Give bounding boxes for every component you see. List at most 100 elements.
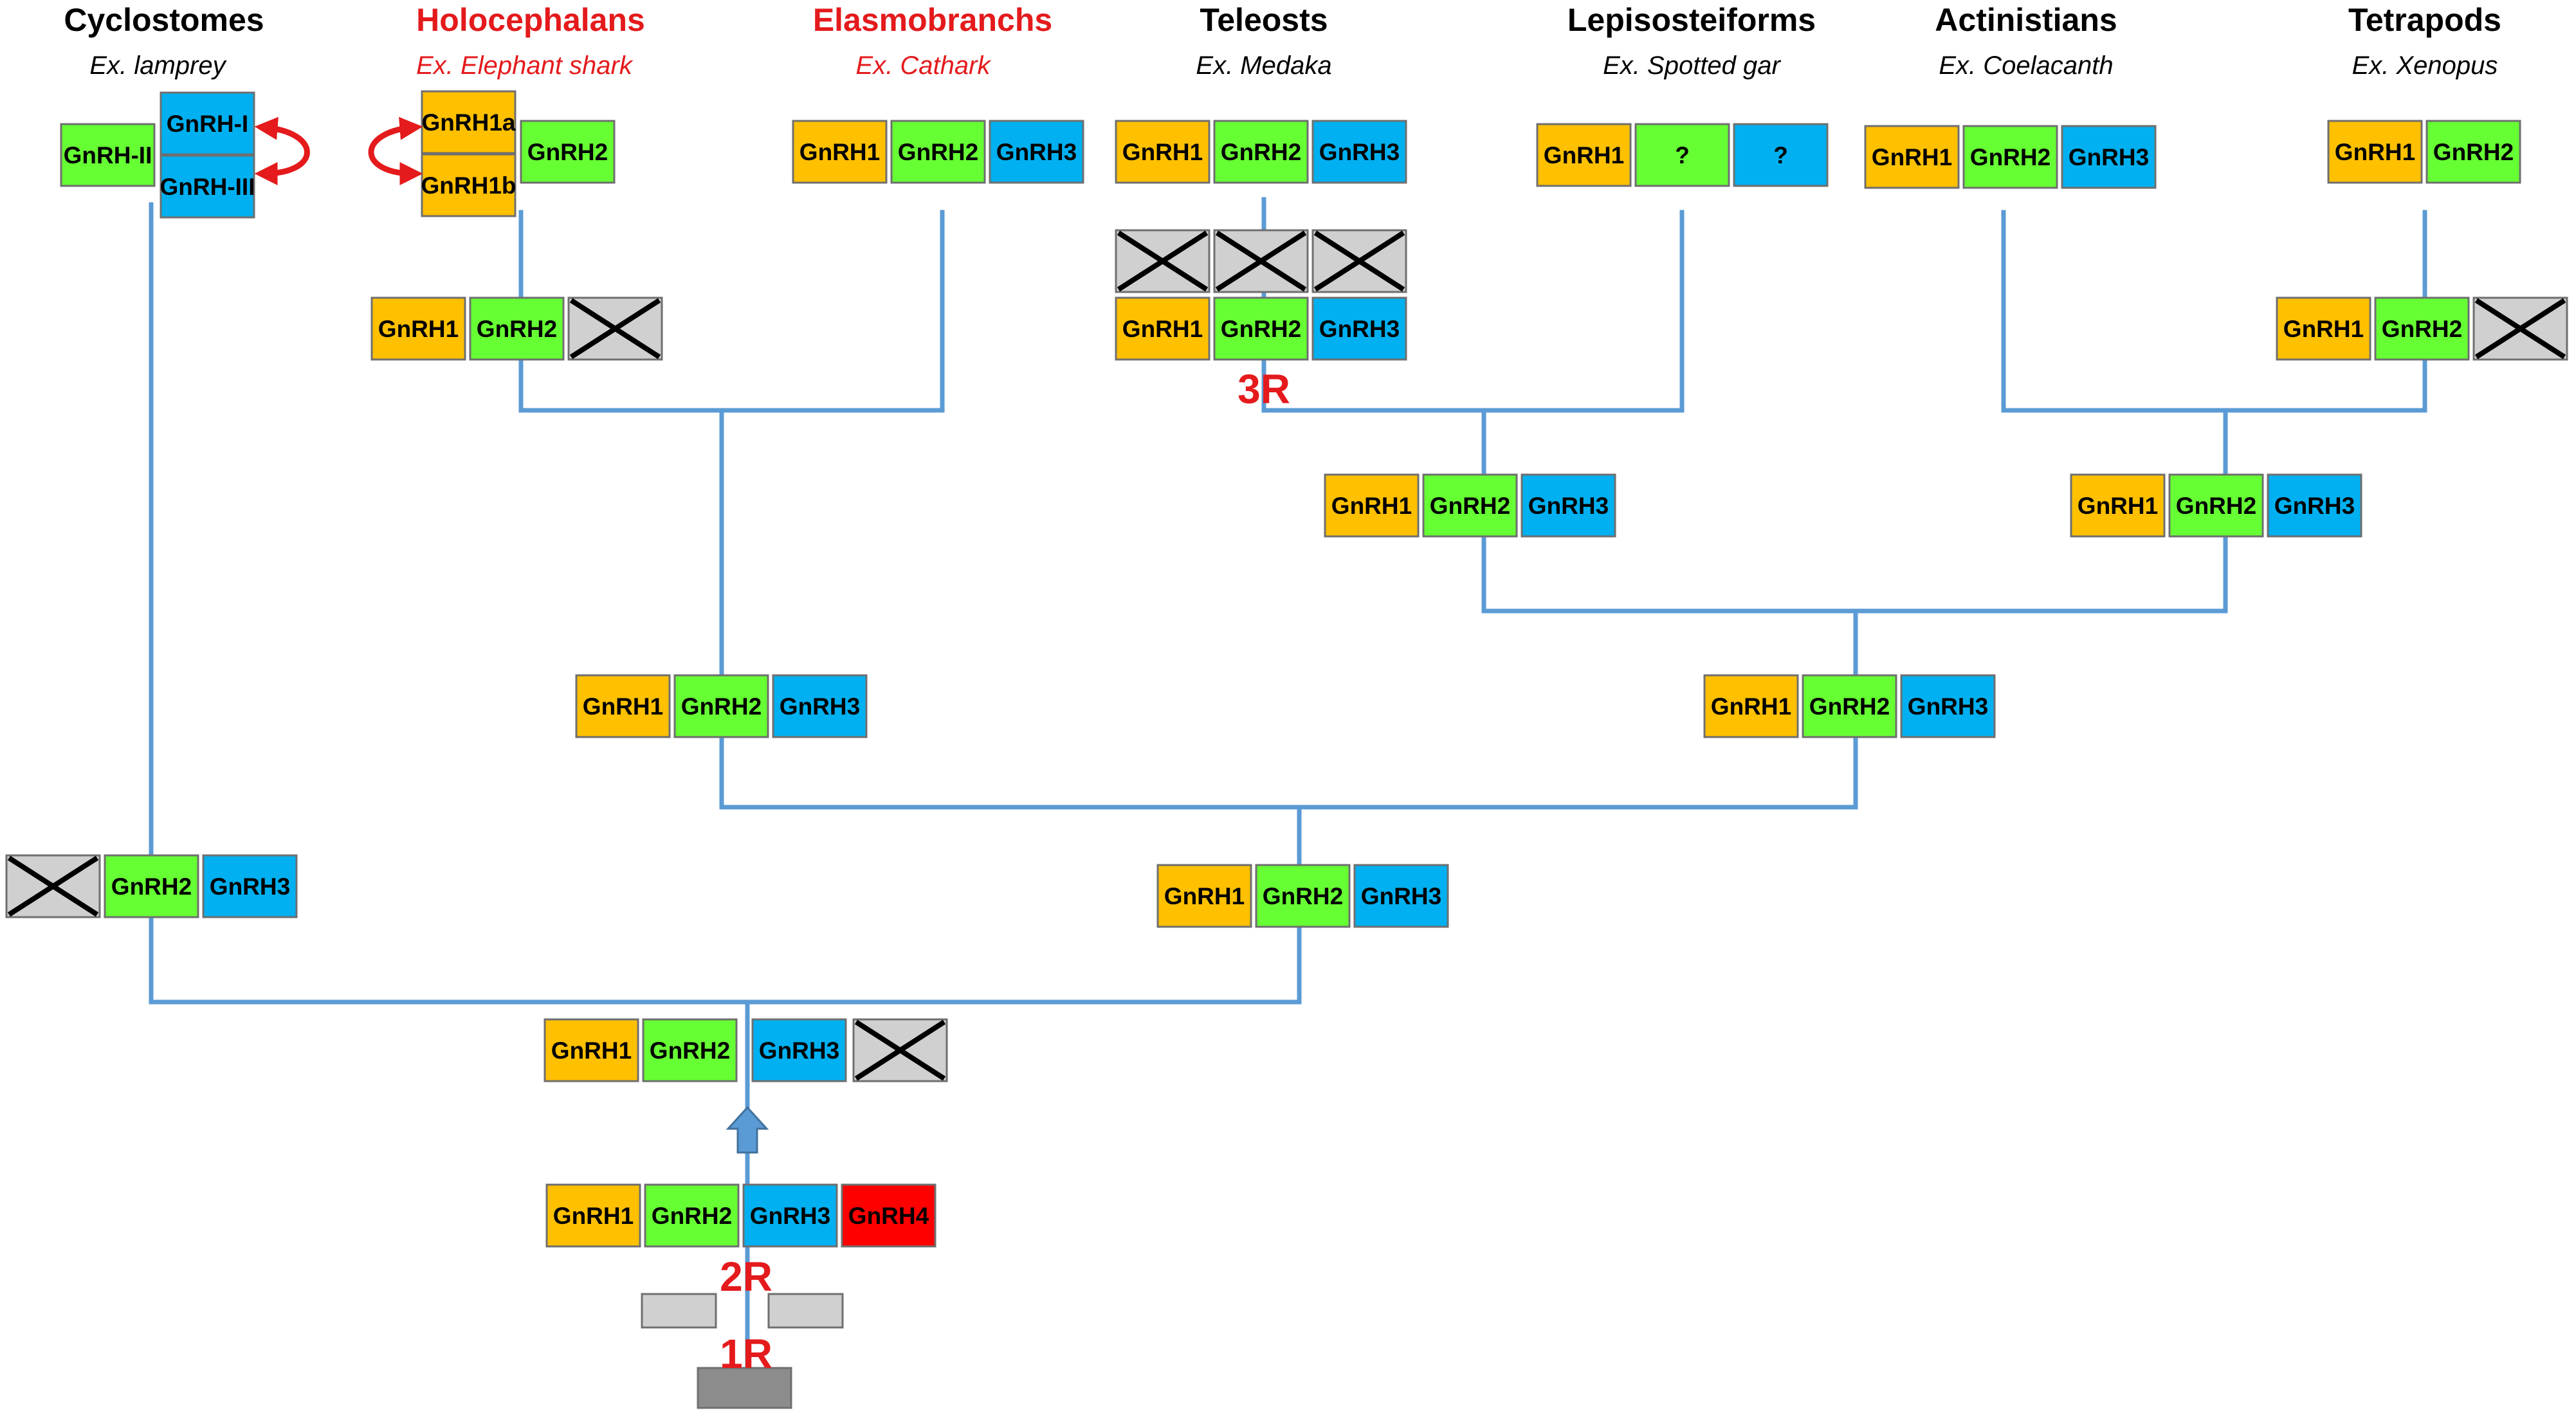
gene-label: GnRH1	[553, 1203, 634, 1229]
gene-box-gnrh1: GnRH1	[1703, 674, 1799, 738]
taxon-example-cyclostomes: Ex. lamprey	[89, 51, 227, 80]
gene-box-gnrh2: GnRH2	[1213, 120, 1309, 184]
gene-box-gnrh1b: GnRH1b	[421, 153, 516, 217]
gene-label: GnRH1	[1122, 316, 1203, 342]
gene-label: GnRH2	[527, 139, 608, 165]
gene-label: GnRH3	[2069, 144, 2149, 170]
gene-box-gnrh2: GnRH2	[2374, 296, 2470, 361]
gene-label: GnRH1	[2335, 139, 2415, 165]
taxon-example-actinistians: Ex. Coelacanth	[1939, 51, 2113, 80]
gene-box-gnrh3: GnRH3	[2061, 125, 2157, 189]
gene-box-gnrh3: GnRH3	[751, 1018, 847, 1082]
gene-label: GnRH1	[1164, 883, 1245, 909]
gene-label: GnRH1	[1872, 144, 1952, 170]
gene-label: GnRH3	[210, 873, 290, 900]
gene-box-gnrh3: GnRH3	[1353, 864, 1449, 928]
gene-label: GnRH3	[780, 693, 860, 720]
gene-box-gnrh3: GnRH3	[2267, 473, 2362, 538]
taxon-example-lepisosteiforms: Ex. Spotted gar	[1603, 51, 1781, 80]
taxon-name-tetrapods: Tetrapods	[2348, 2, 2501, 38]
gene-label: GnRH2	[1221, 316, 1301, 342]
gene-box-gnrh-iii: GnRH-III	[160, 154, 255, 219]
arrows	[254, 116, 769, 1154]
taxon-example-tetrapods: Ex. Xenopus	[2352, 51, 2498, 80]
gene-box-gnrh1: GnRH1	[1156, 864, 1252, 928]
gene-label: GnRH1	[1122, 139, 1203, 165]
gene-box-gnrh-i: GnRH-I	[160, 91, 255, 156]
gene-label: GnRH2	[2382, 316, 2462, 342]
gene-box-lost	[2472, 296, 2568, 361]
gene-box-lost	[1115, 229, 1210, 293]
gene-label: GnRH1	[583, 693, 663, 720]
gene-box-ancestral_light	[641, 1293, 717, 1329]
gene-label: GnRH3	[1319, 139, 1400, 165]
gene-box-gnrh2: GnRH2	[104, 854, 199, 918]
gene-box-?: ?	[1733, 123, 1829, 187]
gene-box-gnrh1: GnRH1	[1536, 123, 1632, 187]
gene-label: GnRH2	[898, 139, 978, 165]
duplication-label-2r: 2R	[720, 1253, 772, 1300]
gene-label: GnRH2	[1970, 144, 2051, 170]
gene-label: GnRH1b	[421, 172, 516, 199]
gene-box-gnrh1: GnRH1	[1115, 296, 1210, 361]
gene-box-lost	[852, 1018, 948, 1082]
taxon-name-elasmobranchs: Elasmobranchs	[813, 2, 1052, 38]
gene-box-gnrh2: GnRH2	[642, 1018, 738, 1082]
gene-box-gnrh1: GnRH1	[544, 1018, 639, 1082]
gene-box-gnrh3: GnRH3	[989, 120, 1084, 184]
gene-label: GnRH2	[2433, 139, 2514, 165]
gene-box-gnrh1: GnRH1	[2070, 473, 2166, 538]
gene-box-lost	[1311, 229, 1407, 293]
duplication-label-1r: 1R	[720, 1331, 772, 1377]
gene-box-gnrh1: GnRH1	[792, 120, 888, 184]
gene-box-gnrh3: GnRH3	[742, 1183, 838, 1248]
taxon-name-cyclostomes: Cyclostomes	[64, 2, 264, 38]
gene-label: GnRH3	[996, 139, 1077, 165]
gene-label: GnRH-I	[167, 111, 248, 137]
gene-box-gnrh2: GnRH2	[1962, 125, 2058, 189]
gene-box-lost	[1213, 229, 1309, 293]
gene-box-gnrh4: GnRH4	[841, 1183, 936, 1248]
up-arrow-icon	[726, 1106, 769, 1154]
gene-box-gnrh-ii: GnRH-II	[60, 123, 156, 187]
gene-label: ?	[1773, 142, 1788, 169]
gene-box-gnrh1: GnRH1	[575, 674, 671, 738]
gene-label: GnRH3	[2274, 493, 2355, 519]
labels: Cyclostomes Ex. lamprey Holocephalans Ex…	[64, 2, 2501, 1377]
gene-box-gnrh3: GnRH3	[1311, 296, 1407, 361]
duplication-curved-arrow-icon	[254, 116, 310, 185]
gene-label: GnRH1a	[422, 109, 516, 136]
gene-box-gnrh2: GnRH2	[1802, 674, 1897, 738]
gene-label: GnRH1	[1711, 693, 1791, 720]
gene-label: GnRH-II	[64, 142, 152, 169]
taxon-example-elasmobranchs: Ex. Cathark	[856, 51, 992, 80]
gene-label: GnRH1	[799, 139, 880, 165]
gene-box-gnrh3: GnRH3	[202, 854, 298, 918]
gene-box-gnrh2: GnRH2	[644, 1183, 740, 1248]
gene-box-lost	[567, 296, 663, 361]
gene-box-gnrh2: GnRH2	[1255, 864, 1351, 928]
taxon-name-teleosts: Teleosts	[1200, 2, 1328, 38]
taxon-name-actinistians: Actinistians	[1935, 2, 2117, 38]
gene-box-gnrh1: GnRH1	[545, 1183, 641, 1248]
gene-box-gnrh1: GnRH1	[2327, 120, 2423, 184]
gene-box-gnrh1a: GnRH1a	[421, 90, 516, 154]
gene-label: GnRH1	[551, 1037, 632, 1064]
gene-box-lost	[5, 854, 101, 918]
taxon-example-teleosts: Ex. Medaka	[1196, 51, 1331, 80]
taxon-name-lepisosteiforms: Lepisosteiforms	[1567, 2, 1816, 38]
gene-box-ancestral_dark	[697, 1367, 792, 1409]
gene-box-gnrh3: GnRH3	[1900, 674, 1996, 738]
gene-label: ?	[1675, 142, 1690, 169]
gene-box-gnrh1: GnRH1	[1864, 125, 1960, 189]
gene-label: GnRH2	[681, 693, 762, 720]
gene-label: GnRH2	[1430, 493, 1510, 519]
gene-box-gnrh2: GnRH2	[2168, 473, 2264, 538]
gene-label: GnRH1	[378, 316, 459, 342]
gene-box-gnrh3: GnRH3	[1521, 473, 1616, 538]
gene-box-gnrh1: GnRH1	[2276, 296, 2371, 361]
gene-box-?: ?	[1634, 123, 1730, 187]
gene-box-gnrh3: GnRH3	[1311, 120, 1407, 184]
